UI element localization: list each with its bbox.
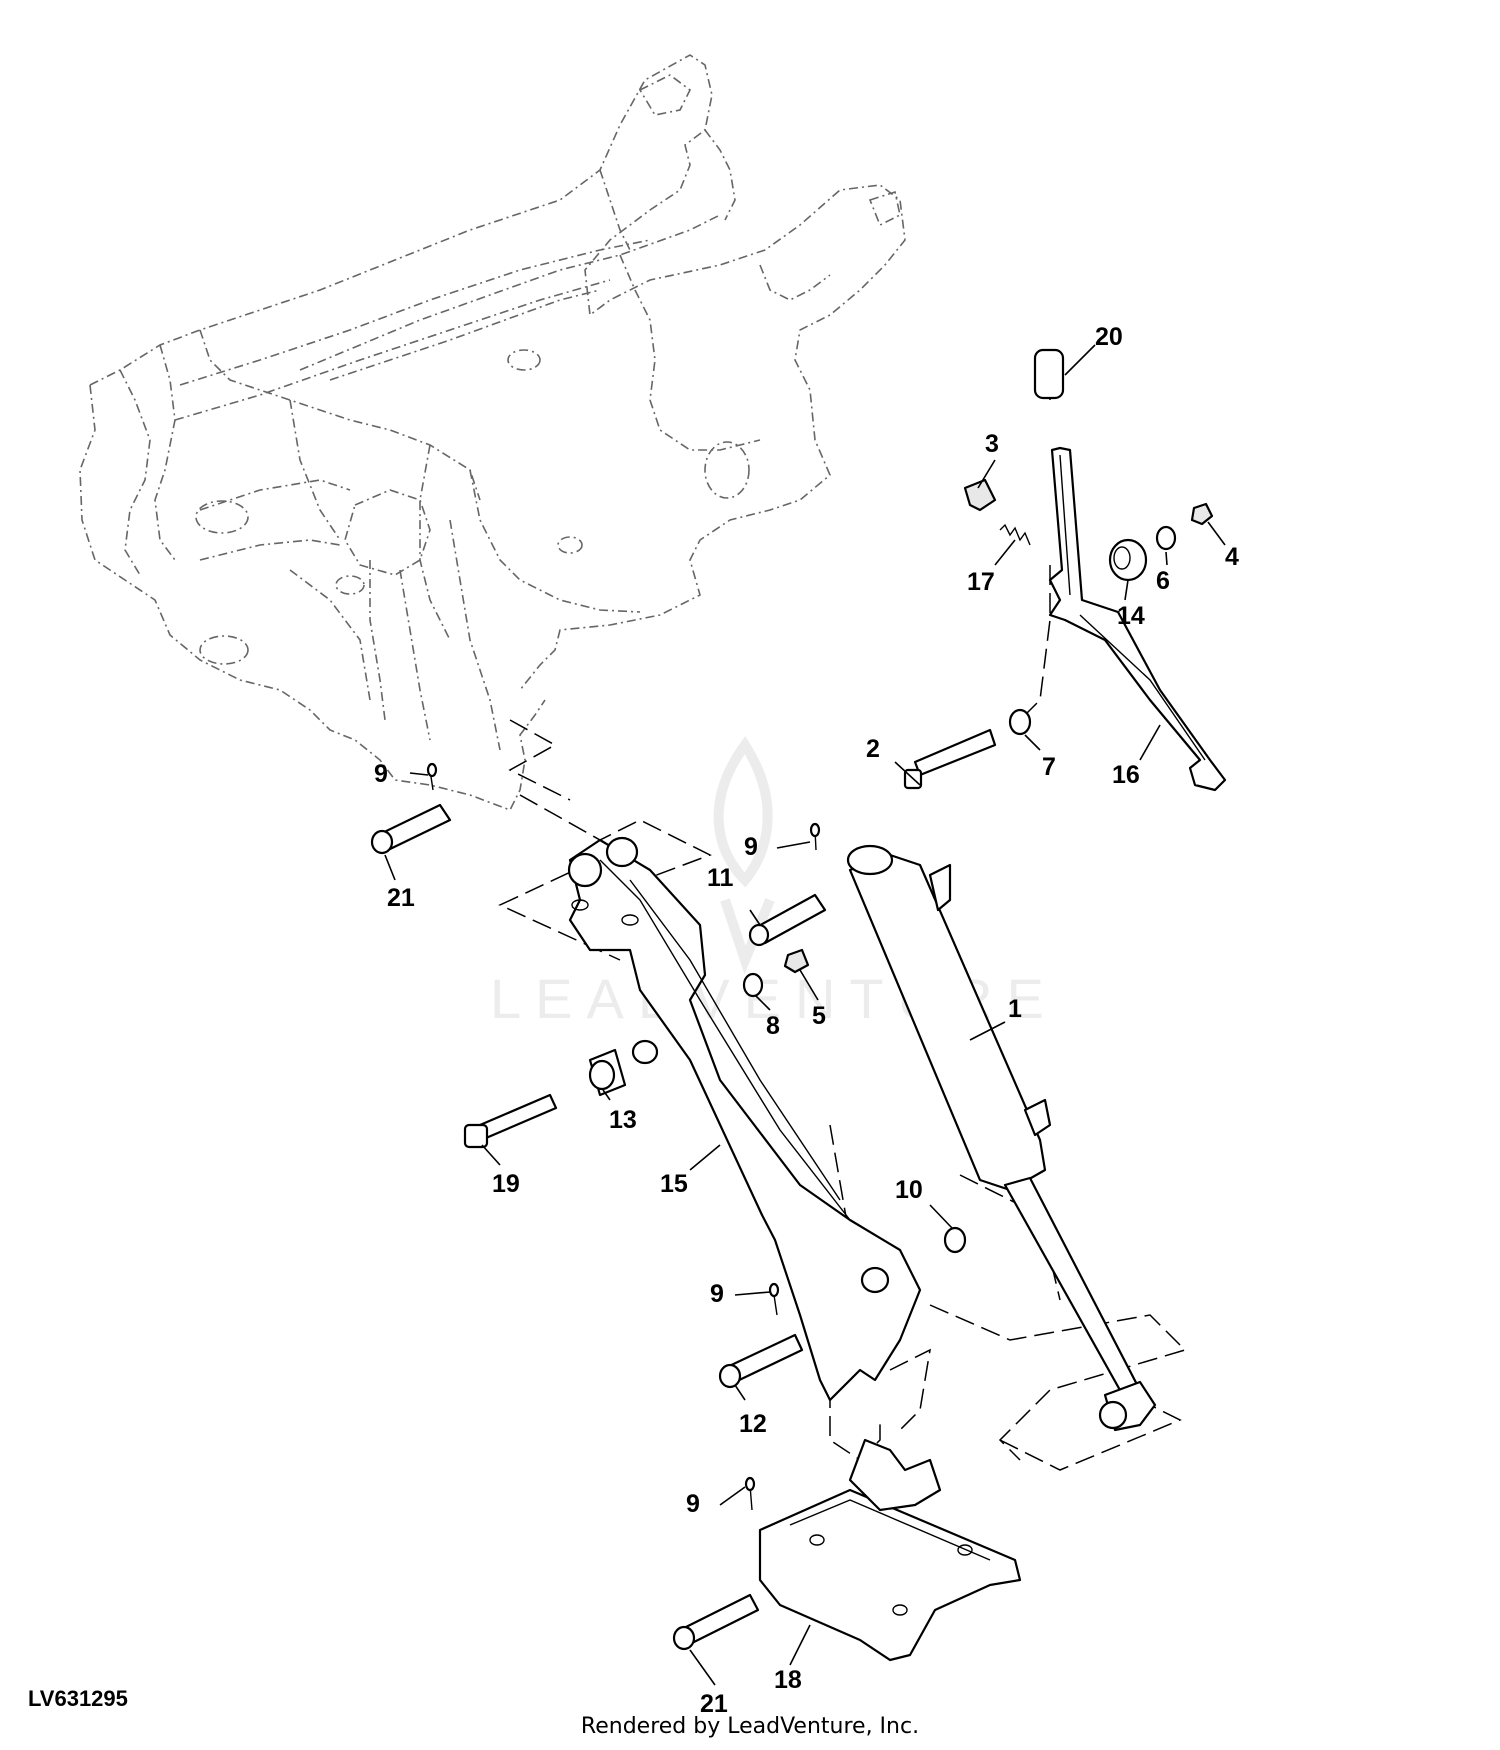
callout-leaders — [384, 344, 1226, 1686]
callout-3: 3 — [985, 430, 999, 458]
callout-2: 2 — [866, 735, 880, 763]
callout-20: 20 — [1095, 323, 1123, 351]
part-5-nut — [783, 948, 810, 974]
callout-12: 12 — [739, 1410, 767, 1438]
part-7-washer — [1008, 708, 1032, 736]
part-2-bolt — [913, 728, 997, 777]
part-6-washer — [1155, 525, 1177, 551]
callout-15: 15 — [660, 1170, 688, 1198]
part-4-nut — [1190, 502, 1214, 526]
callout-4: 4 — [1225, 543, 1239, 571]
diagram-id-label: LV631295 — [28, 1686, 128, 1711]
part-14-bushing — [1108, 538, 1148, 582]
callout-9-arm-top: 9 — [744, 833, 758, 861]
part-17-spring — [999, 523, 1031, 546]
part-8-washer — [742, 972, 764, 998]
part-base-18 — [758, 1438, 1022, 1662]
render-credit-label: Rendered by LeadVenture, Inc. — [580, 1714, 920, 1739]
callout-11: 11 — [707, 864, 734, 892]
callout-7: 7 — [1042, 753, 1056, 781]
callout-6: 6 — [1156, 567, 1170, 595]
callout-21-lower: 21 — [700, 1690, 728, 1718]
callout-21-upper: 21 — [387, 884, 415, 912]
loader-frame-phantom — [79, 54, 906, 812]
callout-14: 14 — [1117, 602, 1145, 630]
callout-13: 13 — [609, 1106, 637, 1134]
callout-18: 18 — [774, 1666, 802, 1694]
part-19-bolt — [478, 1093, 558, 1140]
callout-9-arm-bottom: 9 — [710, 1280, 724, 1308]
callout-9-upper-left: 9 — [374, 760, 388, 788]
part-lever-16 — [1033, 348, 1227, 792]
callout-1: 1 — [1008, 995, 1022, 1023]
callout-9-base: 9 — [686, 1490, 700, 1518]
callout-17: 17 — [967, 568, 995, 596]
callout-8: 8 — [766, 1012, 780, 1040]
callout-10: 10 — [895, 1176, 923, 1204]
callout-16: 16 — [1112, 761, 1140, 789]
callout-19: 19 — [492, 1170, 520, 1198]
callout-5: 5 — [812, 1002, 826, 1030]
callout-labels: 1 2 3 4 5 6 7 8 9 9 9 9 10 11 12 13 14 1… — [374, 323, 1239, 1718]
part-arm-15 — [567, 836, 922, 1402]
hardware-pins-bolts — [370, 762, 967, 1651]
part-10-washer — [943, 1226, 967, 1254]
part-cylinder-1 — [846, 844, 1157, 1432]
lever-hardware — [903, 478, 1214, 790]
